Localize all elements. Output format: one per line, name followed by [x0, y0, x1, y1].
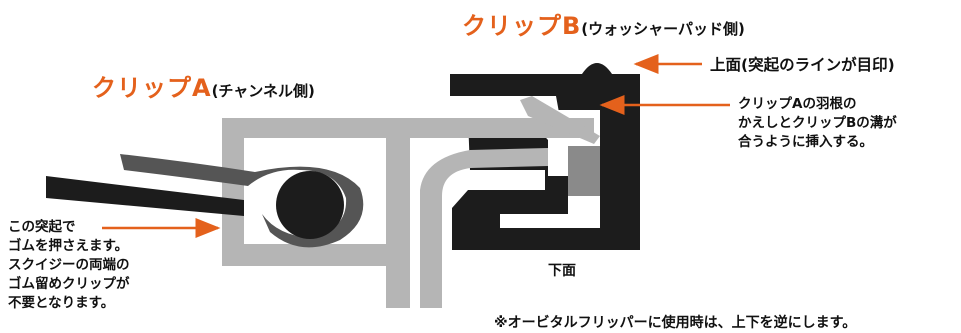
bump-note-line: ゴム留めクリップが	[8, 276, 130, 292]
bump-note-line: この突起で	[8, 219, 76, 235]
bottom-face-label: 下面	[548, 263, 576, 279]
bump-note-line: ゴムを押さえます。	[8, 238, 129, 254]
clip-b-groove	[568, 146, 600, 196]
clip-a-title: クリップA	[92, 74, 212, 102]
clip-b-top-bump	[582, 63, 612, 74]
clip-a-heading: クリップA(チャンネル側)	[92, 68, 315, 103]
clip-a-subtitle: (チャンネル側)	[211, 82, 315, 100]
clip-b-cavity	[500, 110, 600, 228]
fit-note-line: クリップAの羽根の	[738, 96, 857, 112]
bump-note-line: スクイジーの両端の	[8, 257, 130, 273]
top-face-label: 上面(突起のラインが目印)	[710, 56, 895, 74]
fit-note-line: かえしとクリップBの溝が	[738, 115, 897, 131]
clip-b-subtitle: (ウォッシャーパッド側)	[581, 20, 745, 38]
clip-b-heading: クリップB(ウォッシャーパッド側)	[462, 6, 745, 41]
bump-note-line: 不要となります。	[8, 295, 115, 311]
clip-b-title: クリップB	[462, 12, 582, 40]
bump-explanation-note: この突起で ゴムを押さえます。 スクイジーの両端の ゴム留めクリップが 不要とな…	[8, 218, 130, 313]
footer-note: ※オービタルフリッパーに使用時は、上下を逆にします。	[494, 315, 857, 331]
clip-a-profile	[222, 96, 600, 308]
rubber-blade	[46, 154, 364, 248]
fit-instruction-note: クリップAの羽根の かえしとクリップBの溝が 合うように挿入する。	[738, 95, 897, 152]
fit-note-line: 合うように挿入する。	[738, 134, 873, 150]
